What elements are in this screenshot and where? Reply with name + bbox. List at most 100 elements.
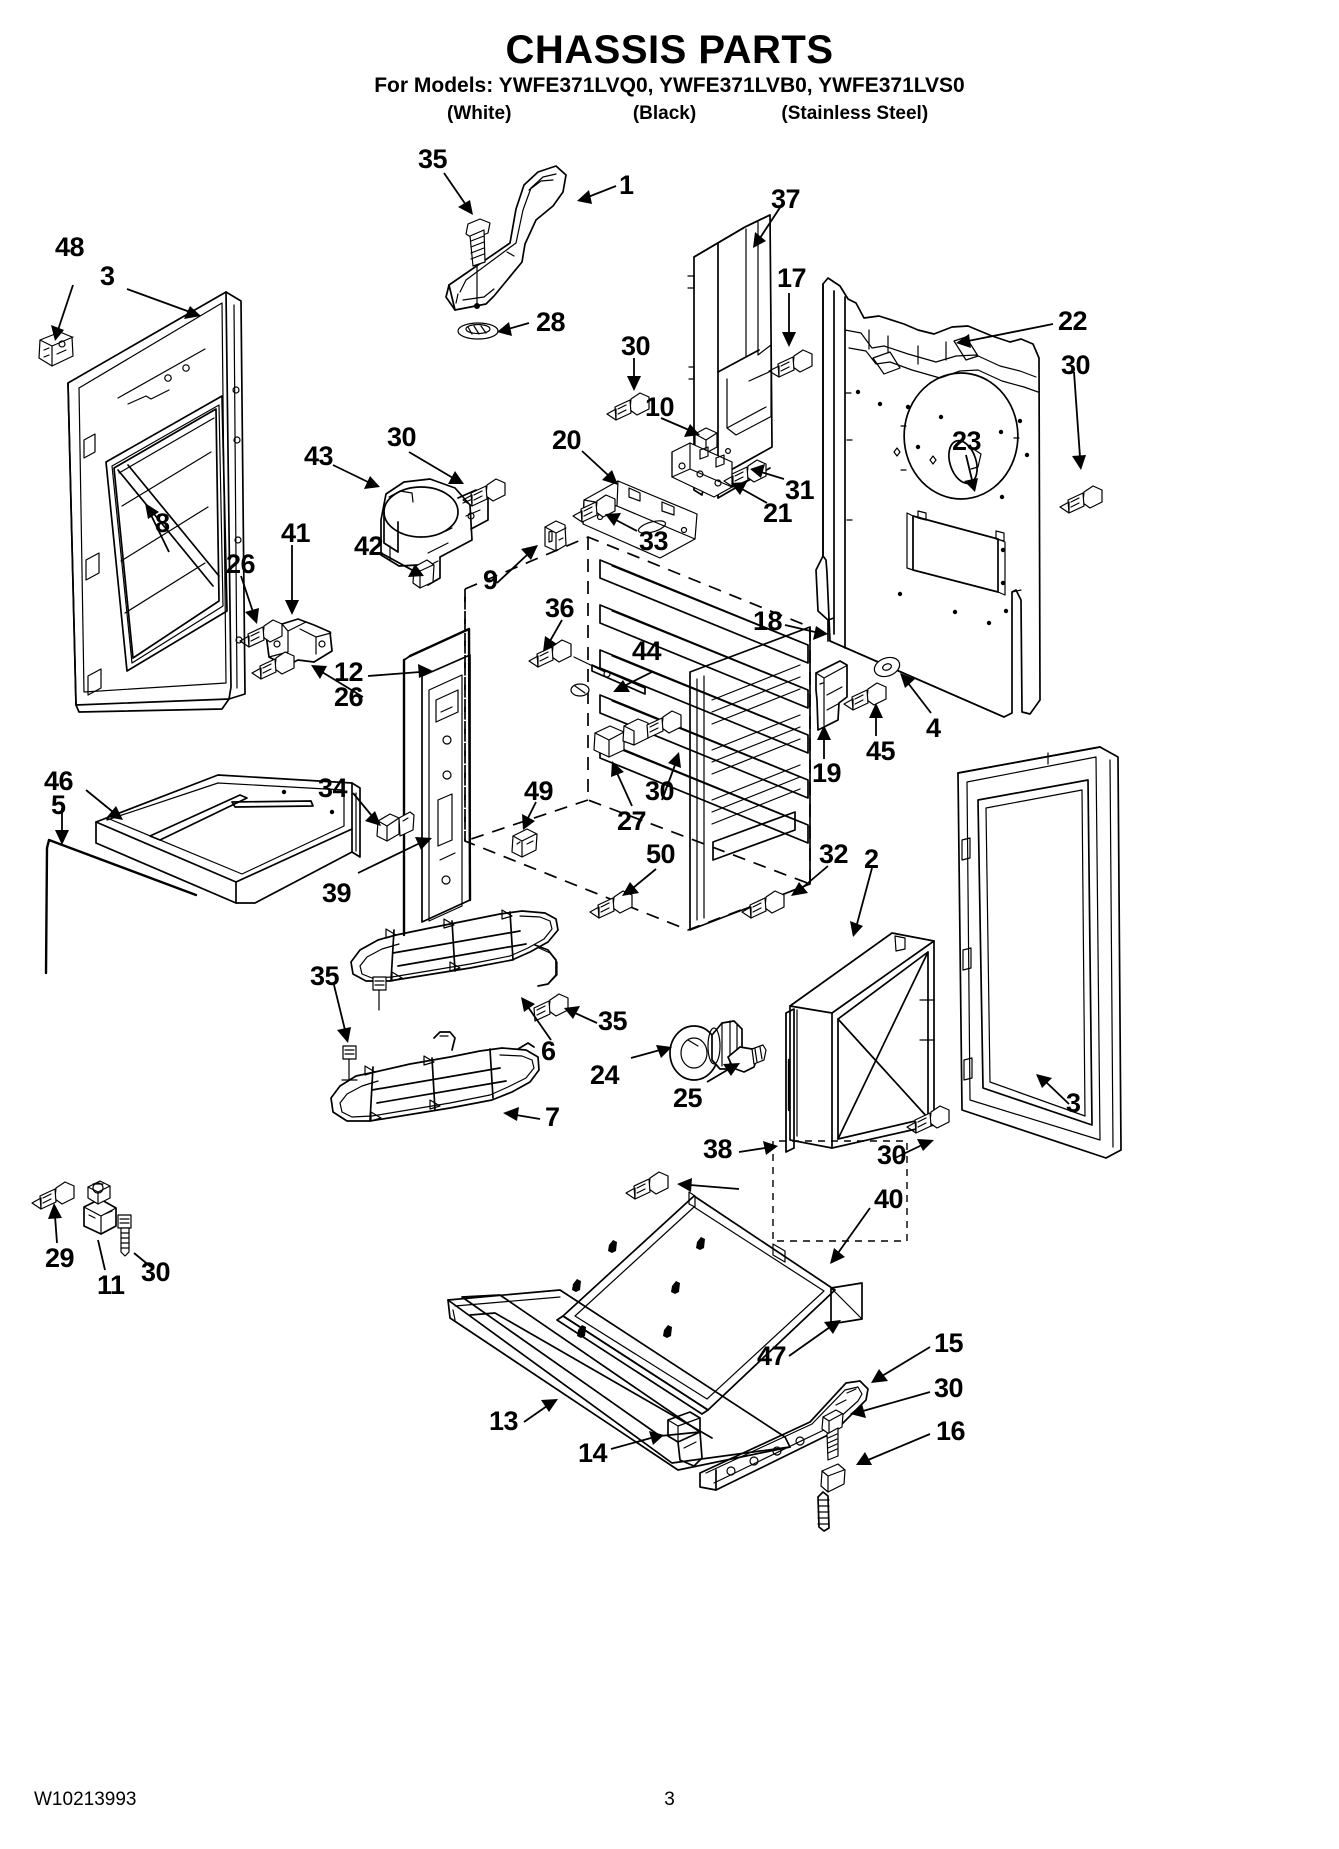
callout-30-sidepanel: 30 [877, 1140, 907, 1170]
part-screw-30-blower [463, 479, 505, 506]
part-screws-26 [240, 620, 294, 679]
part-screw-30-leg [822, 1410, 843, 1460]
part-terminal-block-assembly [545, 393, 766, 558]
callout-36: 36 [545, 593, 575, 623]
part-door-latch-39 [436, 690, 458, 884]
callout-8: 8 [155, 508, 170, 538]
callout-3-right: 3 [1066, 1088, 1081, 1118]
part-screw-35-lower [342, 1046, 357, 1080]
part-screw-35-handle [466, 219, 490, 309]
leader-lines [48, 173, 1086, 1465]
footer-part-number: W10213993 [34, 1789, 137, 1810]
callout-48: 48 [55, 232, 85, 262]
callout-4: 4 [926, 713, 941, 743]
callout-2: 2 [864, 844, 879, 874]
part-screw-35-mid [534, 994, 568, 1021]
part-clip-49 [512, 829, 537, 857]
color-black: (Black) [632, 103, 697, 124]
part-pin-44 [571, 657, 645, 696]
part-oven-bottom-40 [557, 1192, 835, 1414]
part-antitip-assembly [32, 1181, 131, 1256]
callout-23: 23 [952, 426, 982, 456]
callout-13: 13 [489, 1406, 519, 1436]
callout-1: 1 [619, 170, 634, 200]
callout-9: 9 [483, 565, 498, 595]
callout-42: 42 [354, 531, 384, 561]
callout-43: 43 [304, 441, 334, 471]
part-screw-30-right [1060, 486, 1102, 513]
part-rear-chassis-22 [816, 278, 1040, 717]
callout-35-mid: 35 [598, 1006, 628, 1036]
callout-26-upper: 26 [226, 549, 256, 579]
callout-30-blower: 30 [387, 422, 417, 452]
callout-32: 32 [819, 839, 849, 869]
color-legend: (White) (Black) (Stainless Steel) [0, 103, 1339, 125]
callout-30-topright: 30 [1061, 350, 1091, 380]
callout-14: 14 [578, 1438, 608, 1468]
part-door-handle-1 [446, 166, 566, 310]
callout-11: 11 [97, 1270, 125, 1300]
callout-39: 39 [322, 878, 352, 908]
color-white: (White) [447, 103, 512, 124]
callout-5: 5 [51, 790, 66, 820]
callout-29: 29 [45, 1243, 75, 1273]
callout-3-left: 3 [100, 261, 115, 291]
callout-19: 19 [812, 758, 842, 788]
models-line: For Models: YWFE371LVQ0, YWFE371LVB0, YW… [374, 74, 965, 97]
callout-37: 37 [771, 184, 801, 214]
page-title: CHASSIS PARTS [505, 28, 834, 72]
callout-20: 20 [552, 425, 582, 455]
part-washer-4 [872, 654, 903, 680]
part-screw-50 [590, 891, 632, 918]
footer-page-number: 3 [664, 1789, 675, 1810]
part-screw-32 [742, 891, 784, 918]
part-screw-36 [529, 640, 571, 667]
callout-12: 12 [334, 657, 364, 687]
part-door-frame-left [68, 292, 245, 712]
callout-30-antitip: 30 [141, 1257, 171, 1287]
part-bracket-19 [816, 661, 847, 730]
part-broil-element-7 [331, 1032, 539, 1121]
callout-30-mid: 30 [645, 776, 675, 806]
part-screw-30-mid [647, 711, 681, 738]
callout-47: 47 [757, 1341, 787, 1371]
callout-15: 15 [934, 1328, 964, 1358]
part-label-47 [831, 1283, 862, 1324]
callout-10: 10 [645, 392, 675, 422]
callout-17: 17 [777, 263, 807, 293]
color-stainless: (Stainless Steel) [781, 103, 929, 124]
callout-38: 38 [703, 1134, 733, 1164]
callout-45: 45 [866, 736, 896, 766]
part-bake-element-6 [351, 910, 558, 986]
callout-28: 28 [536, 307, 566, 337]
part-storage-drawer-46 [46, 775, 360, 973]
callout-21: 21 [763, 498, 793, 528]
part-side-panel-2 [786, 933, 934, 1152]
callout-30-leg: 30 [934, 1373, 964, 1403]
part-roller-34 [377, 812, 414, 841]
callout-31: 31 [785, 475, 815, 505]
part-bracket-27 [594, 719, 648, 757]
part-screw-35-right [626, 1172, 668, 1199]
callout-40: 40 [874, 1184, 904, 1214]
callout-30-terminal: 30 [621, 331, 651, 361]
callout-35-left: 35 [310, 961, 340, 991]
callout-46: 46 [44, 766, 74, 796]
part-screw-17 [749, 350, 812, 381]
callout-22: 22 [1058, 306, 1088, 336]
part-bottom-trim-14 [668, 1412, 702, 1466]
part-leveling-leg-16 [818, 1464, 845, 1531]
callout-18: 18 [753, 606, 783, 636]
callout-44: 44 [632, 636, 662, 666]
callout-41: 41 [281, 518, 311, 548]
part-blower-motor-42 [381, 479, 488, 588]
part-door-window-glass [106, 396, 227, 671]
callout-49: 49 [524, 776, 554, 806]
callout-35-handle: 35 [418, 144, 448, 174]
part-door-frame-right [958, 747, 1121, 1158]
part-screw-30-sidepanel [907, 1106, 949, 1133]
part-screw-35-left [373, 977, 386, 1010]
callout-50: 50 [646, 839, 676, 869]
